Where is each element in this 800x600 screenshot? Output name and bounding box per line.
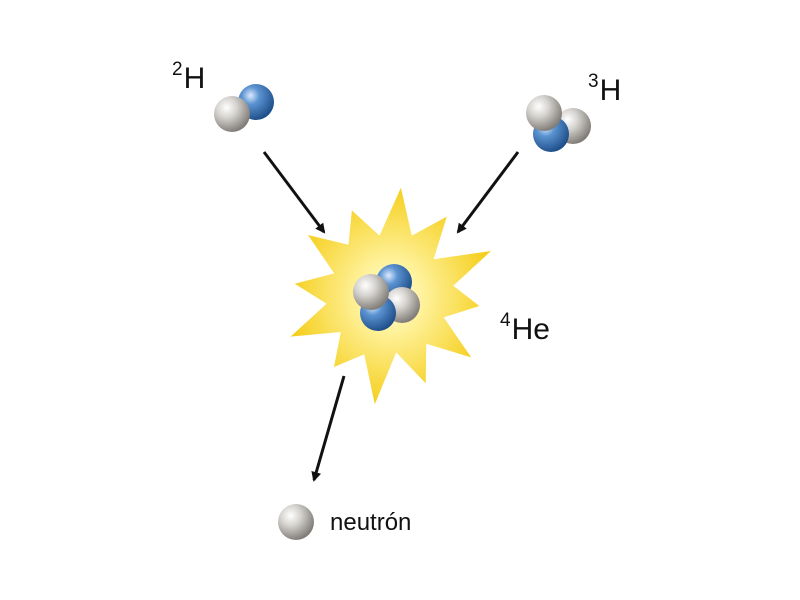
helium-label: 4He: [500, 311, 550, 346]
neutron-sphere: [526, 95, 562, 131]
element-symbol: H: [599, 74, 622, 107]
mass-number: 3: [588, 71, 599, 92]
arrow-deuterium-to-burst: [262, 151, 326, 234]
helium-nucleus-icon: [353, 264, 420, 331]
deuterium-nucleus-icon: [214, 84, 274, 132]
tritium-nucleus-icon: [526, 95, 591, 152]
neutron-sphere: [278, 504, 314, 540]
element-symbol: He: [511, 313, 550, 346]
arrow-tritium-to-burst: [456, 151, 520, 234]
deuterium-label: 2H: [172, 60, 206, 95]
arrow-burst-to-neutron: [311, 375, 346, 482]
tritium-label: 3H: [588, 72, 622, 107]
element-symbol: H: [183, 62, 206, 95]
mass-number: 4: [500, 310, 511, 331]
neutron-particle-icon: [278, 504, 314, 540]
mass-number: 2: [172, 59, 183, 80]
neutron-sphere: [214, 96, 250, 132]
neutron-label: neutrón: [330, 509, 412, 536]
neutron-sphere: [353, 274, 389, 310]
